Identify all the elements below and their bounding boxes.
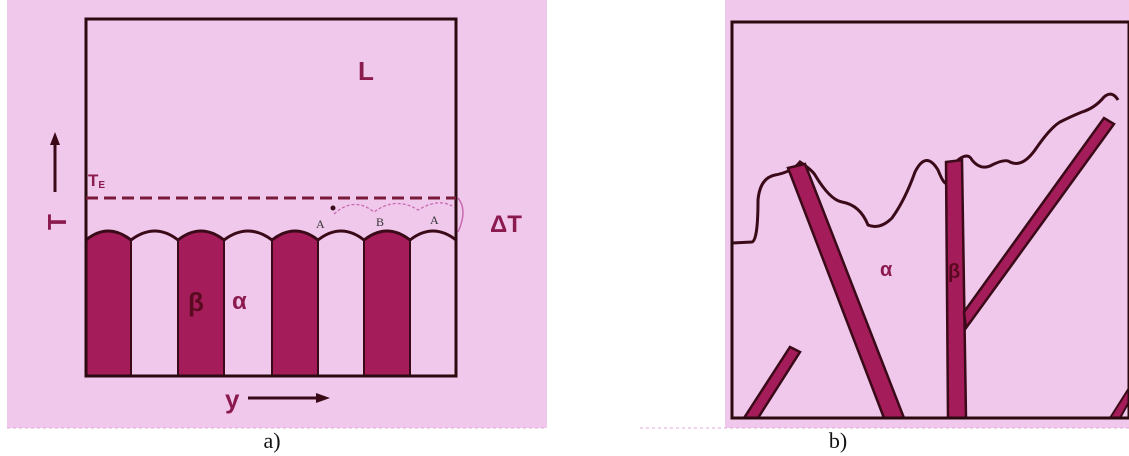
delta-t-label: ΔT — [490, 211, 522, 238]
y-axis-label: y — [225, 384, 240, 414]
beta-lamella — [272, 231, 318, 376]
alpha-label: α — [232, 288, 247, 315]
point-a-label: A — [316, 217, 325, 231]
point-b-label: B — [376, 215, 384, 229]
point-a-marker — [331, 206, 336, 211]
panel-b-caption: b) — [829, 428, 847, 453]
beta-label: β — [948, 261, 960, 283]
beta-label: β — [188, 287, 204, 317]
point-a2-label: A — [430, 213, 439, 227]
alpha-label: α — [880, 259, 893, 281]
beta-lamella — [86, 231, 131, 376]
panel-a-caption: a) — [263, 428, 280, 453]
t-axis-label: T — [42, 214, 72, 230]
beta-lamella — [364, 231, 410, 376]
liquid-label: L — [358, 56, 374, 86]
beta-plate — [946, 160, 966, 418]
